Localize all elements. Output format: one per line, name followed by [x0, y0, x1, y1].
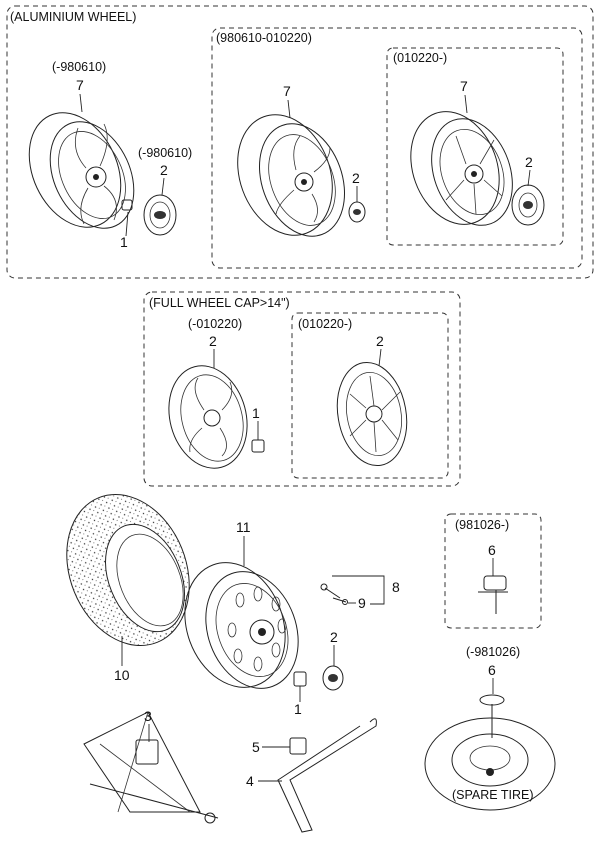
part-number-1-b: 1 — [252, 405, 260, 421]
part-number-9: 9 — [358, 595, 366, 611]
period-a-label: (980610-010220) — [216, 31, 312, 45]
clip — [289, 737, 307, 755]
part-number-8: 8 — [392, 579, 400, 595]
part-number-5: 5 — [252, 739, 260, 755]
part-number-1-c: 1 — [294, 701, 302, 717]
part-number-11: 11 — [236, 519, 251, 535]
spare-tire-label: (SPARE TIRE) — [452, 788, 534, 802]
period-a-box — [211, 27, 583, 269]
lug-wrench — [277, 718, 377, 833]
part-number-6-a: 6 — [488, 542, 496, 558]
w1-period-label: (-980610) — [52, 60, 106, 74]
jack-bolt-old — [479, 694, 505, 738]
lug-nut-1 — [121, 199, 133, 211]
center-cap-4 — [322, 665, 344, 691]
steel-wheel — [184, 562, 299, 689]
part-number-2-b: 2 — [352, 170, 360, 186]
part-number-2-e: 2 — [376, 333, 384, 349]
aluminium-wheel-label: (ALUMINIUM WHEEL) — [10, 10, 136, 24]
jack-handle-new — [478, 575, 508, 614]
lug-nut-2 — [293, 671, 307, 687]
wheel-cap-new — [336, 361, 408, 467]
part-number-4: 4 — [246, 773, 254, 789]
cap-new-box — [291, 312, 449, 479]
center-cap-1 — [143, 194, 177, 236]
part-number-3: 3 — [144, 708, 152, 724]
alloy-wheel-2 — [237, 114, 346, 237]
part-number-2-d: 2 — [209, 333, 217, 349]
cap-period-new-label: (010220-) — [298, 317, 352, 331]
valve-assembly — [320, 583, 348, 605]
part-number-2-f: 2 — [330, 629, 338, 645]
tire — [66, 493, 190, 647]
w1-cap-period-label: (-980610) — [138, 146, 192, 160]
full-wheel-cap-label: (FULL WHEEL CAP>14") — [149, 296, 290, 310]
part-number-2-c: 2 — [525, 154, 533, 170]
nut-cap — [251, 439, 265, 453]
period-a-sub-box — [386, 47, 564, 246]
period-a-sub-label: (010220-) — [393, 51, 447, 65]
center-cap-3 — [511, 184, 545, 226]
part-number-1-a: 1 — [120, 234, 128, 250]
full-wheel-cap-box — [143, 291, 461, 487]
part-number-7-b: 7 — [283, 83, 291, 99]
jack-old-label: (-981026) — [466, 645, 520, 659]
part-number-7-a: 7 — [76, 77, 84, 93]
part-number-6-b: 6 — [488, 662, 496, 678]
jack-new-label: (981026-) — [455, 518, 509, 532]
cap-period-old-label: (-010220) — [188, 317, 242, 331]
center-cap-2 — [348, 201, 366, 223]
jack-new-box — [444, 513, 542, 629]
alloy-wheel-3 — [410, 111, 513, 226]
spare-tire — [424, 717, 556, 811]
alloy-wheel-1 — [28, 112, 135, 229]
scissor-jack — [83, 711, 219, 824]
wheel-cap-old — [168, 365, 248, 469]
part-number-10: 10 — [114, 667, 130, 683]
aluminium-wheel-box — [6, 5, 594, 279]
part-number-7-c: 7 — [460, 78, 468, 94]
part-number-2-a: 2 — [160, 162, 168, 178]
